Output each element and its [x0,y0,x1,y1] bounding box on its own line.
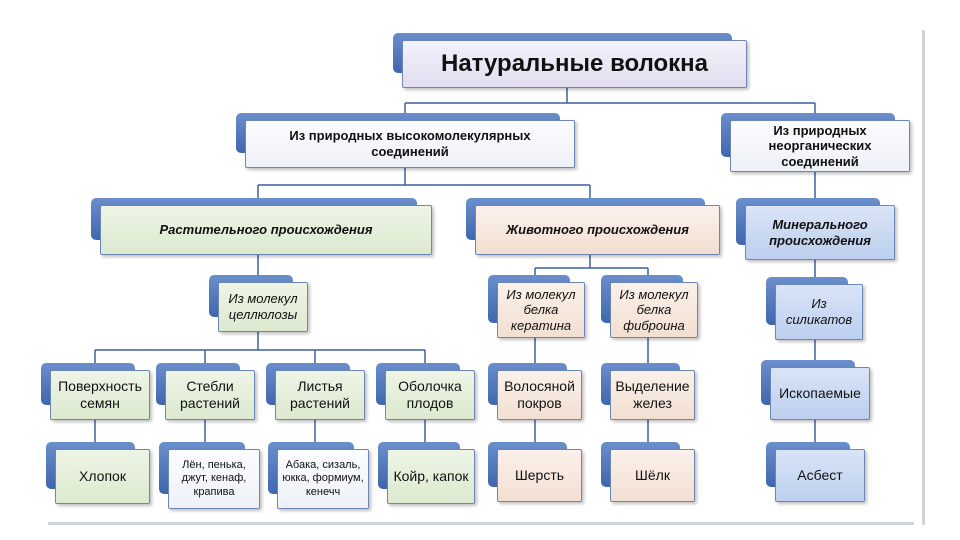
leaves-label: Листья растений [290,378,350,411]
keratin-label: Из молекул белка кератина [506,286,576,333]
keratin-box: Из молекул белка кератина [488,275,585,338]
plant-origin-label: Растительного происхождения [159,222,373,238]
hair-box: Волосяной покров [488,363,582,420]
fruit-shells-box: Оболочка плодов [376,363,475,420]
wool-box: Шерсть [488,442,582,502]
cellulose-label: Из молекул целлюлозы [228,291,298,322]
silk-label: Шёлк [635,467,670,484]
cellulose-box: Из молекул целлюлозы [209,275,308,332]
inorganic-compounds-label: Из природных неорганических соединений [768,122,872,169]
fossils-box: Ископаемые [761,360,870,420]
cotton-label: Хлопок [79,468,126,485]
silicates-label: Из силикатов [785,296,853,327]
stems-box: Стебли растений [156,363,255,420]
plant-origin-box: Растительного происхождения [91,198,432,255]
seed-surface-box: Поверхность семян [41,363,150,420]
leaves-box: Листья растений [266,363,365,420]
mineral-origin-label: Минерального происхождения [769,216,871,248]
stems-label: Стебли растений [180,378,240,411]
abaca-label: Абака, сизаль, юкка, формиум, кенечч [282,459,364,498]
fibroin-box: Из молекул белка фиброина [601,275,698,338]
cotton-box: Хлопок [46,442,150,504]
page-title: Натуральные волокна [440,49,709,77]
fibroin-label: Из молекул белка фиброина [619,286,689,333]
animal-origin-label: Животного происхождения [506,222,689,238]
seed-surface-label: Поверхность семян [58,378,142,411]
abaca-box: Абака, сизаль, юкка, формиум, кенечч [268,442,369,509]
asbestos-label: Асбест [797,467,843,484]
bottom-divider [48,522,914,525]
organic-compounds-box: Из природных высокомолекулярных соединен… [236,113,575,168]
animal-origin-box: Животного происхождения [466,198,720,255]
silk-box: Шёлк [601,442,695,502]
flax-box: Лён, пенька, джут, кенаф, крапива [159,442,260,509]
coir-label: Койр, капок [393,468,469,485]
silicates-box: Из силикатов [766,277,863,340]
coir-box: Койр, капок [378,442,475,504]
organic-compounds-label: Из природных высокомолекулярных соединен… [289,128,531,159]
flax-label: Лён, пенька, джут, кенаф, крапива [181,459,247,498]
glands-label: Выделение желез [615,378,690,411]
title-box: Натуральные волокна [393,33,747,88]
asbestos-box: Асбест [766,442,865,502]
glands-box: Выделение желез [601,363,695,420]
right-divider [922,30,925,525]
fruit-shells-label: Оболочка плодов [398,378,462,411]
inorganic-compounds-box: Из природных неорганических соединений [721,113,910,172]
wool-label: Шерсть [514,467,565,484]
hair-label: Волосяной покров [504,378,575,411]
mineral-origin-box: Минерального происхождения [736,198,895,260]
fossils-label: Ископаемые [779,385,861,402]
